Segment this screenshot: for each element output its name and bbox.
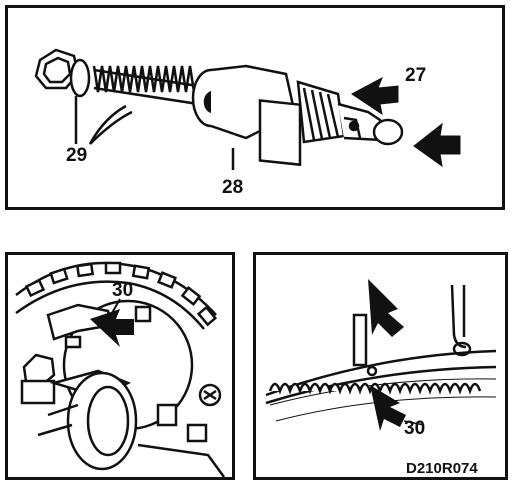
sprocket <box>46 299 194 431</box>
callout-29: 29 <box>66 145 88 166</box>
tool-bracket <box>450 284 472 357</box>
arrow-30-upper <box>368 279 404 337</box>
callout-30-right: 30 <box>404 418 426 439</box>
figure-code: D210R074 <box>406 460 478 477</box>
camshaft-bolt <box>20 353 226 477</box>
callout-28: 28 <box>222 177 244 198</box>
flywheel-teeth-illustration <box>265 279 497 431</box>
leader-lines <box>74 96 235 170</box>
arrow-30-left <box>90 309 134 347</box>
top-panel-injector-diagram: 27 29 28 <box>5 5 505 210</box>
arrow-30-lower <box>370 385 406 431</box>
injector-illustration <box>34 48 461 170</box>
timing-pin <box>352 313 378 377</box>
nut-29 <box>34 48 91 98</box>
timing-chain <box>15 261 218 330</box>
gear-teeth <box>268 382 482 395</box>
arrow-27-lower <box>413 122 461 168</box>
arrow-27-upper <box>351 76 399 116</box>
bottom-right-panel-flywheel-diagram: 30 D210R074 <box>253 252 508 480</box>
callout-30-left: 30 <box>112 280 134 301</box>
spring <box>92 65 199 106</box>
chain-sprocket-illustration <box>15 261 226 477</box>
bottom-left-panel-chain-diagram: 30 <box>5 252 235 480</box>
callout-27: 27 <box>405 65 427 86</box>
injector-body-28 <box>191 64 404 167</box>
